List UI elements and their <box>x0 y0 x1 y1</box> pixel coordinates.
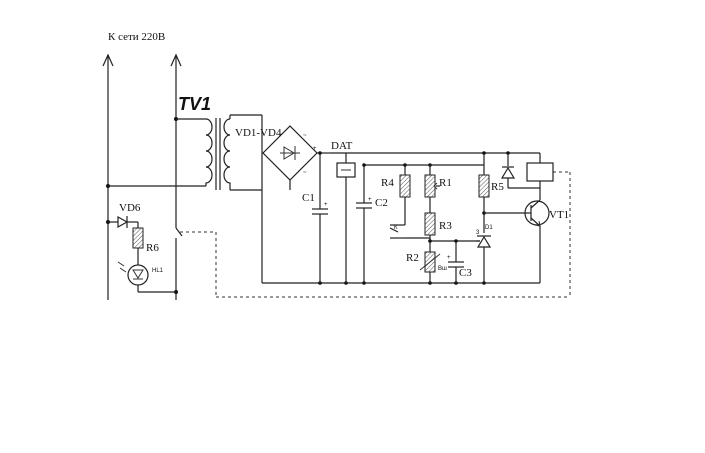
capacitor-c2: C2 + <box>356 163 405 283</box>
bridge-label: VD1-VD4 <box>235 127 282 139</box>
r5-label: R5 <box>491 181 504 193</box>
r2-label: R2 <box>406 252 419 264</box>
resistor-r5: R5 <box>478 151 528 214</box>
mains-title: К сети 220В <box>108 31 165 43</box>
mains-input-lines <box>102 53 206 300</box>
resistor-r2: R2 Вш <box>406 251 447 283</box>
positive-rail <box>318 151 540 205</box>
resistor-r4: R4 К <box>381 163 411 239</box>
relay-contact <box>175 171 571 298</box>
svg-text:+: + <box>447 255 451 261</box>
dat-label: DAT <box>331 140 353 152</box>
hl1-label: HL1 <box>152 268 164 274</box>
svg-text:~: ~ <box>303 170 307 176</box>
r1-label: R1 <box>439 177 452 189</box>
c1-label: C1 <box>302 192 315 204</box>
diode-d1: D1 3 <box>476 211 493 283</box>
c2-label: C2 <box>375 197 388 209</box>
ground-rail <box>262 281 540 285</box>
d1-label: D1 <box>485 225 493 231</box>
transistor-vt1: VT1 <box>524 199 569 283</box>
transformer-tv1: TV1 <box>178 94 262 191</box>
r4-label: R4 <box>381 177 394 189</box>
capacitor-c1: C1 + <box>302 192 328 283</box>
svg-text:3: 3 <box>476 230 480 236</box>
switch-label: К <box>394 225 398 231</box>
r6-label: R6 <box>146 242 159 254</box>
bridge-rectifier: VD1-VD4 ~ ~ + <box>235 115 330 283</box>
tv1-label: TV1 <box>178 94 211 114</box>
c3-label: C3 <box>459 267 472 279</box>
r3-label: R3 <box>439 220 452 232</box>
indicator-branch: VD6 R6 HL1 <box>108 202 176 293</box>
resistor-r3: R3 <box>405 212 480 252</box>
vt1-label: VT1 <box>549 209 569 221</box>
relay-coil-k <box>500 151 554 200</box>
bsh-label: Вш <box>438 266 447 272</box>
svg-text:+: + <box>368 197 372 203</box>
svg-text:+: + <box>313 146 317 152</box>
sensor-dat: DAT <box>331 140 356 283</box>
capacitor-c3: C3 + <box>447 241 472 283</box>
resistor-r1: R1 <box>405 163 484 213</box>
svg-text:+: + <box>324 202 328 208</box>
vd6-label: VD6 <box>119 202 141 214</box>
svg-text:~: ~ <box>303 133 307 139</box>
